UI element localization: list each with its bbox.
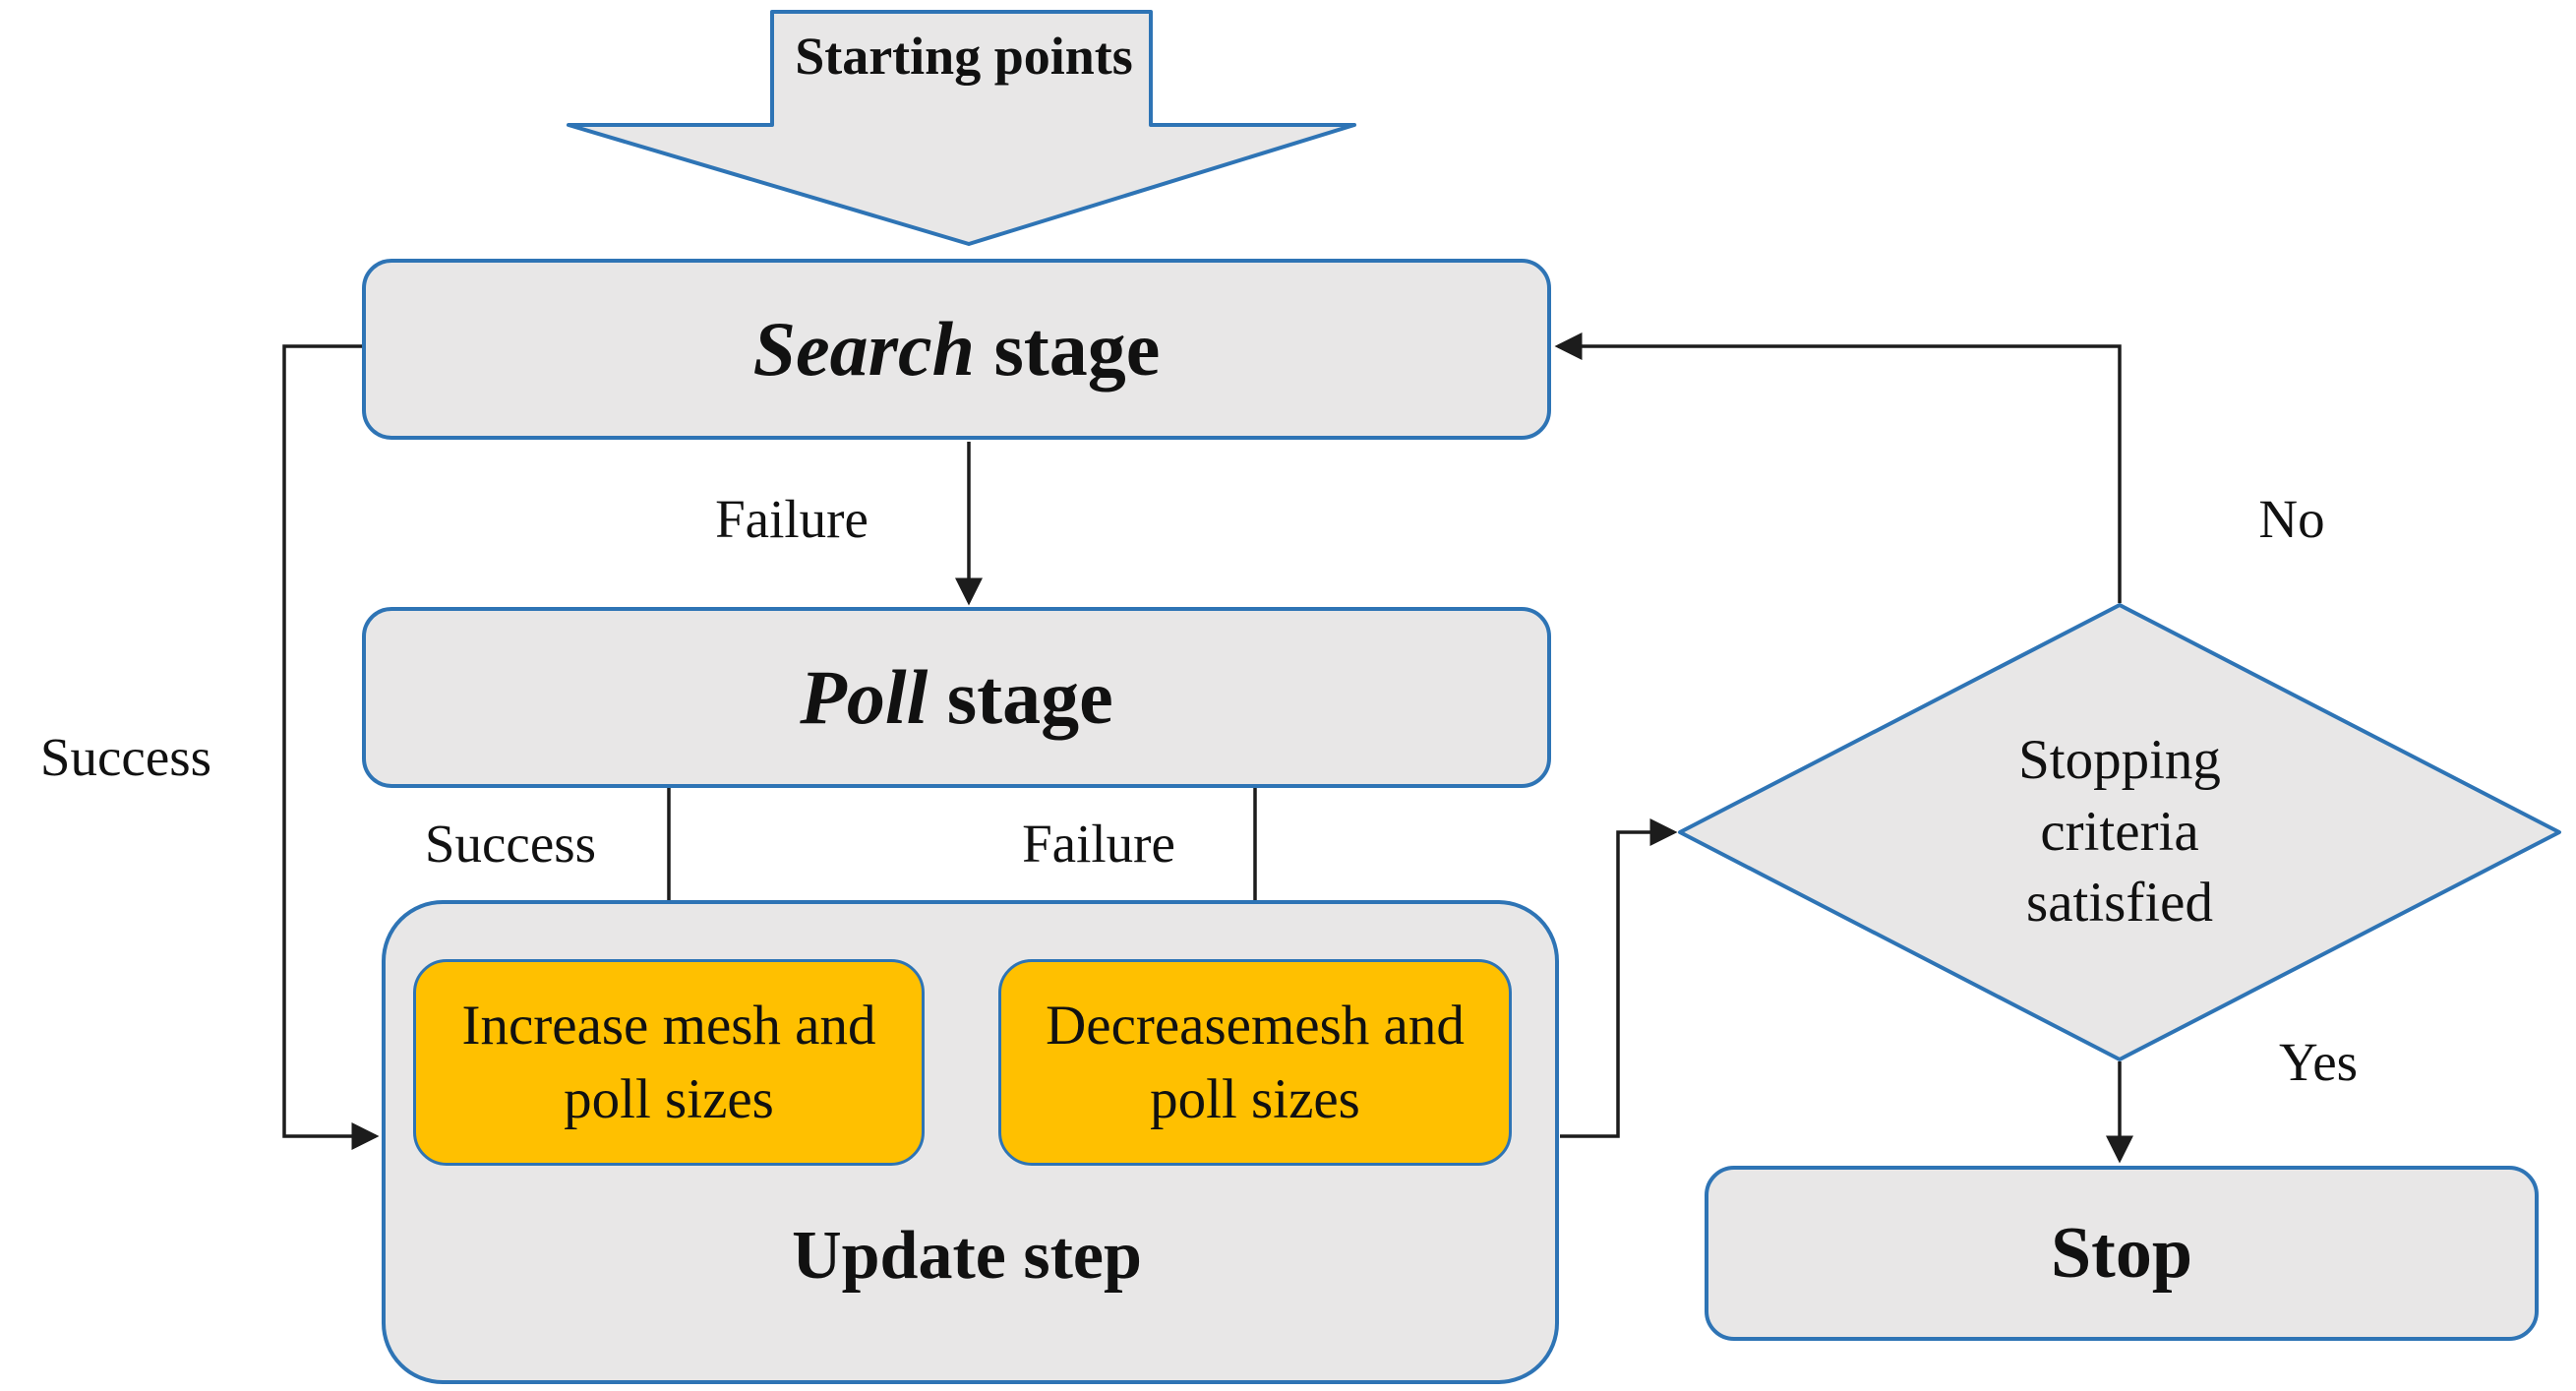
decision-label: Stopping criteria satisfied xyxy=(1874,723,2366,941)
edge-label-no: No xyxy=(2258,489,2325,549)
edge-label-failure-poll-decrease: Failure xyxy=(1022,814,1175,874)
start-arrow-label: Starting points xyxy=(795,27,1133,86)
increase-mesh-node: Increase mesh and poll sizes xyxy=(413,959,925,1166)
decision-line-1: Stopping xyxy=(2018,728,2221,791)
decrease-mesh-node: Decreasemesh and poll sizes xyxy=(998,959,1512,1166)
edge-decision-to-search xyxy=(1554,333,2122,603)
stop-label: Stop xyxy=(2051,1212,2192,1294)
start-arrow-shape xyxy=(567,10,1356,246)
edge-label-success-search-update: Success xyxy=(39,727,212,787)
decision-line-2: criteria xyxy=(2040,800,2199,863)
edge-label-failure-search-poll: Failure xyxy=(715,489,869,549)
edge-label-yes: Yes xyxy=(2278,1032,2359,1092)
search-stage-node: Search stage xyxy=(362,259,1551,440)
decrease-mesh-label: Decreasemesh and poll sizes xyxy=(1046,994,1465,1130)
edge-label-success-poll-increase: Success xyxy=(424,814,597,874)
stop-node: Stop xyxy=(1705,1166,2539,1341)
update-step-label: Update step xyxy=(792,1218,1142,1294)
increase-mesh-label: Increase mesh and poll sizes xyxy=(461,994,876,1130)
edge-search-to-update xyxy=(282,344,380,1150)
decision-diamond-shape xyxy=(1678,603,2561,1061)
edge-update-to-decision xyxy=(1560,818,1678,1138)
decision-line-3: satisfied xyxy=(2026,872,2213,935)
search-stage-label: Search stage xyxy=(752,306,1161,392)
poll-stage-node: Poll stage xyxy=(362,607,1551,788)
poll-stage-label: Poll stage xyxy=(800,654,1113,740)
